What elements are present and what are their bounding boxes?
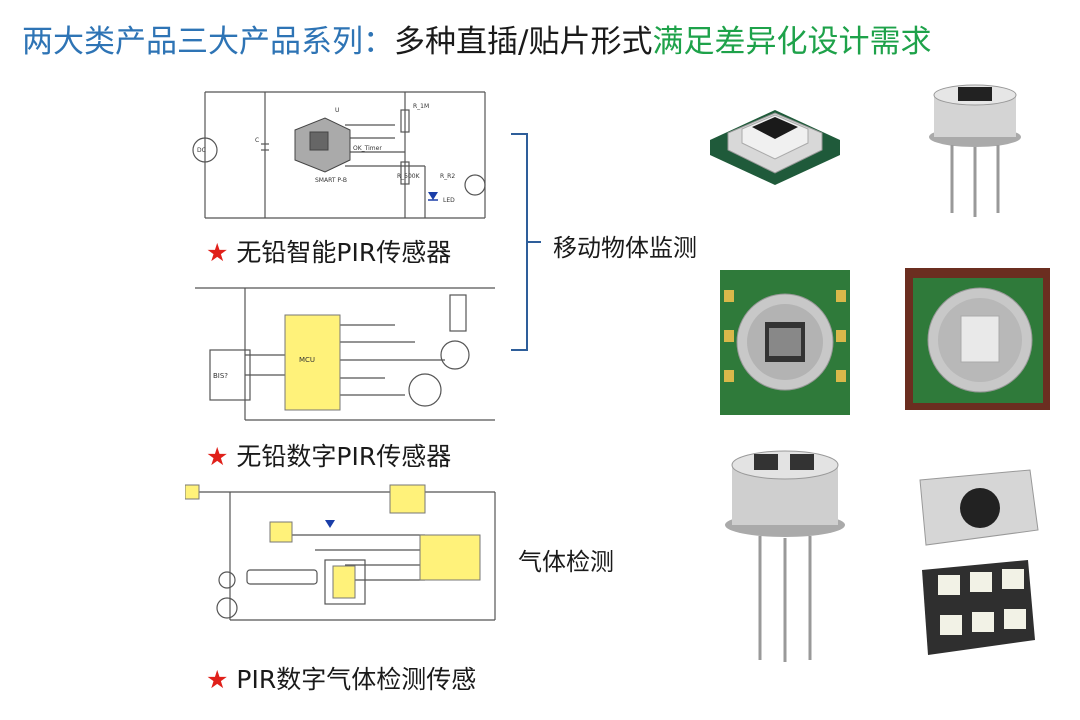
page-title: 两大类产品三大产品系列：多种直插/贴片形式满足差异化设计需求: [22, 22, 1062, 62]
photo-pcb-pir-module-1: [720, 270, 850, 415]
caption-digital-pir-text: 无铅数字PIR传感器: [236, 442, 452, 471]
photo-pcb-pir-module-2: [905, 268, 1050, 410]
pcb-module-2-image: [905, 268, 1050, 410]
label-gas-detection: 气体检测: [518, 548, 614, 576]
circuit-diagram-gas: [185, 480, 515, 630]
photo-smd-pir-sensor: [700, 85, 850, 205]
caption-gas-pir-text: PIR数字气体检测传感: [236, 665, 477, 694]
photo-smd-gas-sensor: [910, 460, 1045, 665]
circuit-diagram-smart-pir: DC C U R_1M R_500K R_R2 LED SMART P-B OK…: [185, 80, 505, 230]
to5-sensor-image: [929, 84, 1021, 217]
bracket-icon: [511, 133, 541, 351]
circuit1-chip-label: SMART P-B: [315, 177, 347, 184]
caption-digital-pir: ★无铅数字PIR传感器: [206, 441, 451, 473]
smd-gas-sensor-image: [919, 469, 1039, 655]
label-motion-detection: 移动物体监测: [553, 234, 697, 262]
title-part-blue: 两大类产品三大产品系列：: [22, 24, 394, 60]
smd-sensor-image: [710, 110, 840, 185]
title-part-green: 满足差异化设计需求: [652, 24, 932, 60]
circuit-schematic-3: [185, 484, 496, 621]
circuit2-bis-label: BIS?: [213, 372, 228, 380]
circuit1-u-label: U: [335, 107, 339, 114]
photo-dual-window-pir-sensor: [720, 440, 850, 665]
circuit-schematic-1: DC C U R_1M R_500K R_R2 LED SMART P-B OK…: [192, 91, 486, 219]
circuit1-ok-label: OK_Timer: [353, 145, 382, 152]
pcb-module-1-image: [720, 270, 850, 415]
circuit1-battery-label: DC: [197, 147, 206, 154]
dual-window-sensor-image: [725, 450, 845, 662]
star-icon: ★: [206, 238, 229, 267]
circuit-diagram-digital-pir: BIS? MCU: [185, 280, 505, 430]
star-icon: ★: [206, 665, 229, 694]
caption-smart-pir: ★无铅智能PIR传感器: [206, 237, 451, 269]
circuit1-cap-label: C: [255, 137, 259, 144]
circuit-schematic-2: BIS? MCU: [195, 287, 495, 421]
circuit1-r500-label: R_500K: [397, 173, 421, 180]
caption-gas-pir: ★PIR数字气体检测传感: [206, 664, 476, 696]
photo-to5-pir-sensor: [920, 75, 1030, 220]
caption-smart-pir-text: 无铅智能PIR传感器: [236, 238, 452, 267]
circuit1-r2-label: R_R2: [440, 173, 455, 180]
title-part-dark: 多种直插/贴片形式: [394, 24, 653, 60]
circuit1-led-label: LED: [443, 197, 455, 204]
circuit2-mcu-label: MCU: [299, 356, 315, 364]
star-icon: ★: [206, 442, 229, 471]
circuit1-r1m-label: R_1M: [413, 103, 429, 110]
